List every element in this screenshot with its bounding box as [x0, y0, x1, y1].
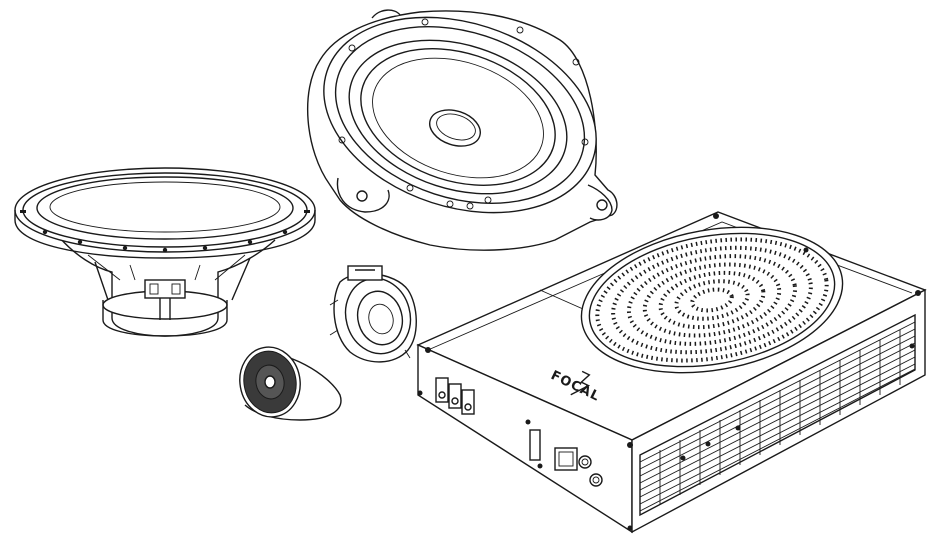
tweeter-icon [329, 265, 417, 363]
control-knobs [435, 377, 475, 415]
woofer-icon [14, 167, 316, 337]
connector-panel [525, 419, 603, 487]
heatsink-fins [639, 321, 916, 512]
tweeter-pod-icon [239, 346, 342, 421]
speaker-adapter-icon [306, 9, 618, 251]
subwoofer-icon: FOCAL [416, 211, 927, 534]
